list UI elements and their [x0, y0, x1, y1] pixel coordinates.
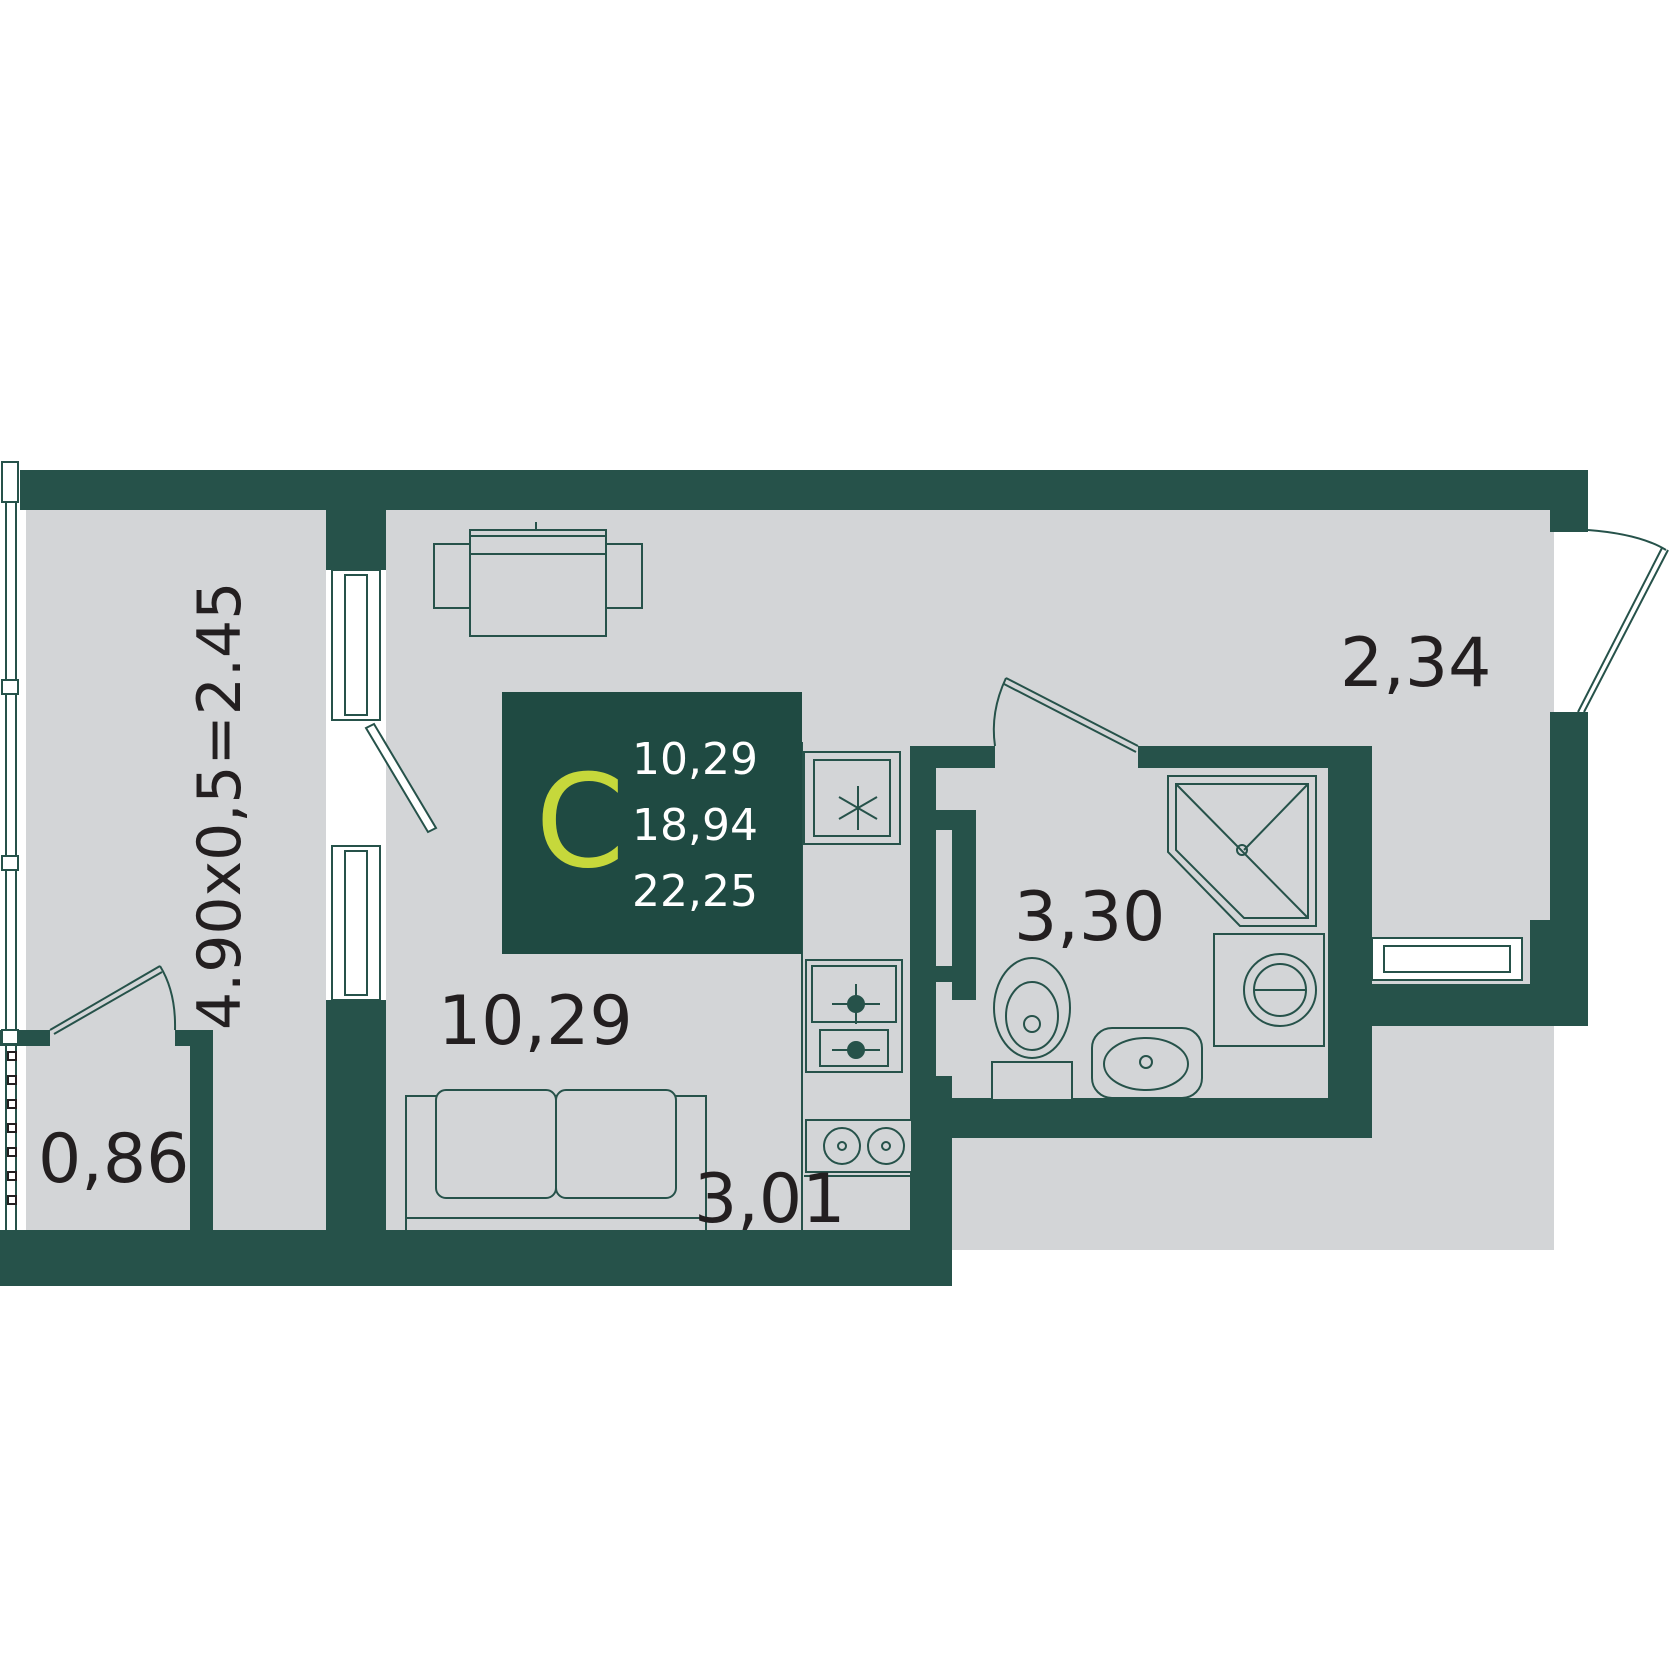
- hallway-area: 2,34: [1340, 624, 1491, 703]
- washing-machine: [1213, 933, 1325, 1047]
- hallway-floor: [1340, 510, 1554, 980]
- gas-burner-icon: [832, 984, 880, 1059]
- storage-area: 0,86: [38, 1120, 189, 1199]
- sink: [1091, 1027, 1203, 1099]
- wall-bath-bottom: [910, 1098, 1372, 1138]
- entrance-door: [1577, 529, 1669, 713]
- loggia-area: 4.90x0,5=2.45: [185, 582, 255, 1030]
- badge-area-1: 10,29: [632, 734, 758, 785]
- wall-top-right: [1550, 470, 1588, 532]
- apartment-type-badge: C 10,29 18,94 22,25: [502, 692, 802, 954]
- hallway-wardrobe: [1371, 937, 1523, 981]
- living-room-area: 10,29: [438, 982, 633, 1061]
- wall-partition-top: [326, 470, 386, 570]
- loggia-floor: [26, 510, 326, 1230]
- toilet: [991, 957, 1073, 1101]
- snowflake-icon: [838, 786, 878, 830]
- walls: [0, 470, 1588, 1286]
- bathroom-door: [992, 677, 1139, 753]
- wall-bath-top-right: [1138, 746, 1372, 768]
- kitchen-counter: [801, 742, 913, 1246]
- wall-bottom: [0, 1230, 952, 1286]
- badge-background: [502, 692, 802, 954]
- kitchen-area: 3,01: [694, 1160, 845, 1239]
- storage-door: [49, 965, 177, 1035]
- wall-bath-left: [910, 746, 936, 1076]
- wall-storage-right: [190, 1030, 213, 1240]
- wall-bath-inner-b: [928, 966, 976, 982]
- wall-bath-right: [1328, 748, 1372, 1138]
- loggia-glazing: [1, 461, 19, 1230]
- badge-type-letter: C: [535, 748, 624, 897]
- badge-area-2: 18,94: [632, 800, 758, 851]
- badge-area-3: 22,25: [632, 866, 758, 917]
- electric-hob-icon: [823, 1127, 905, 1165]
- bathroom-area: 3,30: [1014, 878, 1165, 957]
- sofa: [405, 1089, 707, 1247]
- storage-vent-marks: [7, 1051, 17, 1205]
- wall-partition-bottom: [326, 1000, 386, 1286]
- balcony-door-frames: [331, 569, 438, 1001]
- wall-hall-lower: [1530, 920, 1588, 1026]
- dining-table: [433, 522, 643, 637]
- wall-top: [20, 470, 1588, 510]
- shower-tray: [1167, 775, 1317, 927]
